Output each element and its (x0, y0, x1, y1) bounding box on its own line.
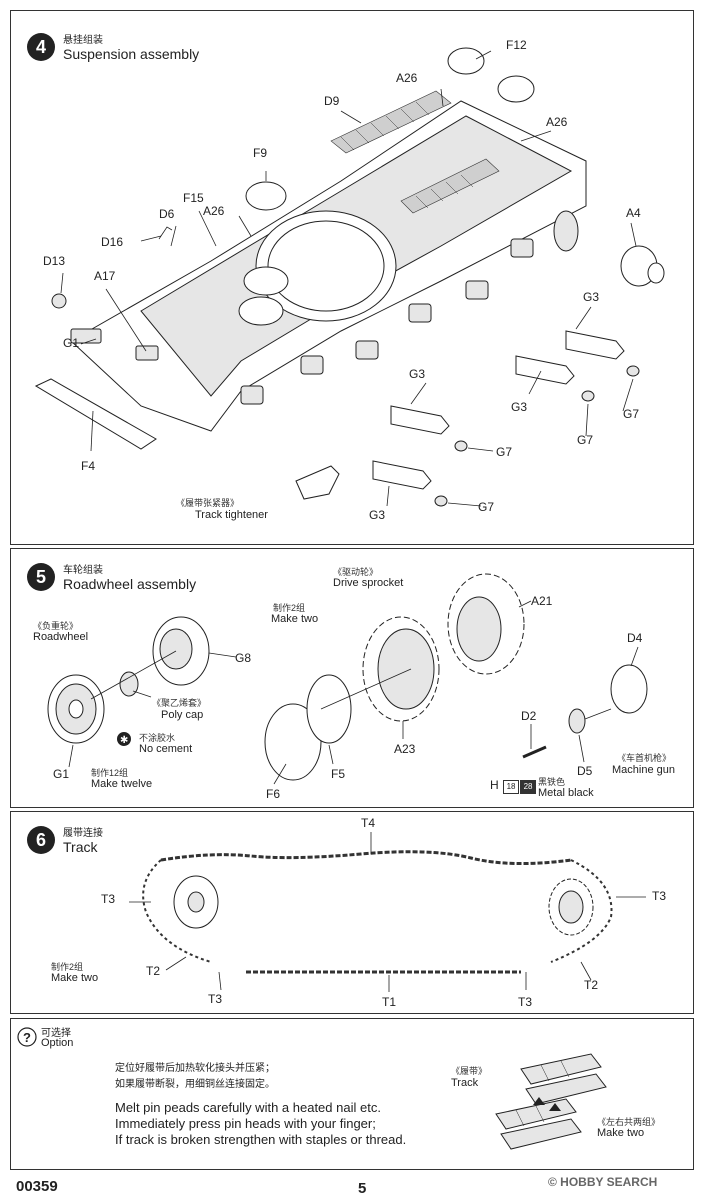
option-instr-cn-2: 如果履带断裂，用细铜丝连接固定。 (115, 1079, 275, 1090)
step4-panel: 4 悬挂组装 Suspension assembly (10, 10, 694, 545)
track-drawing (129, 832, 646, 992)
step5-number: 5 (27, 563, 55, 591)
label-D13: D13 (43, 254, 66, 268)
mg-en: Machine gun (612, 764, 675, 776)
option-instr-en-2: Immediately press pin heads with your fi… (115, 1116, 376, 1131)
label-A23: A23 (394, 742, 416, 756)
label-G1: G1 (63, 336, 80, 350)
option-panel: ? 可选择 Option 定位好履带后加热软化接头并压紧； 如果履带断裂，用细铜… (10, 1018, 694, 1170)
label-T3-bottom-left: T3 (208, 992, 223, 1006)
polycap-en: Poly cap (161, 709, 204, 721)
track-cn: 《履带》 (451, 1066, 488, 1076)
track-en: Track (451, 1077, 479, 1089)
option-title-en: Option (41, 1037, 74, 1049)
step4-title-en: Suspension assembly (63, 46, 200, 62)
step6-number: 6 (27, 826, 55, 854)
label-T2-right: T2 (584, 978, 599, 992)
label-T1: T1 (382, 995, 397, 1009)
label-G7-1: G7 (623, 407, 640, 421)
wheel-drawing: ✱ (47, 573, 648, 785)
label-T3-right: T3 (652, 889, 667, 903)
label-G1-wheel: G1 (53, 767, 70, 781)
roadwheel-en: Roadwheel (33, 631, 89, 643)
label-F12: F12 (506, 38, 527, 52)
option-instr-en-1: Melt pin peads carefully with a heated n… (115, 1100, 381, 1115)
label-A4: A4 (626, 206, 641, 220)
label-A26-top: A26 (396, 71, 418, 85)
label-F6: F6 (266, 787, 281, 801)
watermark: © HOBBY SEARCH (548, 1175, 658, 1189)
step6-title-cn: 履带连接 (63, 828, 103, 839)
label-T2-left: T2 (146, 964, 161, 978)
label-A26-left: A26 (203, 204, 225, 218)
polycap-cn: 《聚乙烯套》 (152, 698, 207, 708)
option-title-cn: 可选择 (41, 1028, 71, 1039)
label-G7-4: G7 (478, 500, 495, 514)
option-instr-cn-1: 定位好履带后加热软化接头并压紧； (115, 1063, 275, 1074)
label-G8: G8 (235, 651, 252, 665)
label-D2: D2 (521, 709, 537, 723)
step4-title-cn: 悬挂组装 (63, 35, 103, 46)
label-F15: F15 (183, 191, 204, 205)
make-two-track-en: Make two (51, 972, 99, 984)
option-icon: ? (17, 1027, 37, 1047)
option-instr-en-3: If track is broken strengthen with stapl… (115, 1132, 407, 1147)
label-D6: D6 (159, 207, 175, 221)
step6-panel: 6 履带连接 Track T4 T3 T3 制作2组 Make two T2 (10, 811, 694, 1014)
sprocket-en: Drive sprocket (333, 577, 404, 589)
step6-title-en: Track (63, 839, 98, 855)
svg-text:?: ? (23, 1030, 31, 1045)
label-G3-2: G3 (511, 400, 528, 414)
label-D16: D16 (101, 235, 124, 249)
step4-number: 4 (27, 33, 55, 61)
roadwheel-cn: 《负重轮》 (33, 621, 79, 631)
label-D5: D5 (577, 764, 593, 778)
step5-title-cn: 车轮组装 (63, 565, 103, 576)
label-A26-right: A26 (546, 115, 568, 129)
paint-en: Metal black (538, 787, 594, 799)
label-F5: F5 (331, 767, 346, 781)
step5-panel: 5 车轮组装 Roadwheel assembly ✱ (10, 548, 694, 808)
label-T3-left: T3 (101, 892, 116, 906)
track-tightener-cn: 《履带张紧器》 (176, 498, 240, 508)
nocement-en: No cement (139, 743, 193, 755)
make-two-track-cn: 制作2组 (51, 962, 84, 972)
make-two-cn: 制作2组 (273, 603, 306, 613)
hull-drawing (34, 47, 665, 507)
mg-cn: 《车首机枪》 (617, 753, 672, 763)
label-G3-1: G3 (583, 290, 600, 304)
paint-letter: H (490, 778, 499, 792)
lr-en: Make two (597, 1127, 645, 1139)
label-F4: F4 (81, 459, 96, 473)
label-D4: D4 (627, 631, 643, 645)
sprocket-cn: 《驱动轮》 (333, 567, 379, 577)
make-two-en: Make two (271, 613, 319, 625)
step5-title-en: Roadwheel assembly (63, 576, 197, 592)
make-twelve-en: Make twelve (91, 778, 153, 790)
track-links-drawing (495, 1053, 607, 1150)
page-number: 5 (358, 1180, 367, 1197)
label-A17: A17 (94, 269, 116, 283)
nocement-cn: 不涂胶水 (139, 733, 176, 743)
label-A21: A21 (531, 594, 553, 608)
paint-swatch-1: 18 (503, 780, 520, 794)
label-F9: F9 (253, 146, 268, 160)
paint-swatch-2: 28 (520, 780, 537, 794)
track-tightener-en: Track tightener (195, 509, 268, 521)
label-T4: T4 (361, 816, 376, 830)
paint-cn: 黑铁色 (538, 777, 566, 787)
lr-cn: 《左右共两组》 (597, 1117, 661, 1127)
label-G3-4: G3 (369, 508, 386, 522)
product-code: 00359 (16, 1178, 58, 1195)
svg-text:✱: ✱ (120, 735, 128, 746)
label-G3-3: G3 (409, 367, 426, 381)
label-D9: D9 (324, 94, 340, 108)
label-G7-2: G7 (577, 433, 594, 447)
label-T3-bottom-right: T3 (518, 995, 533, 1009)
label-G7-3: G7 (496, 445, 513, 459)
make-twelve-cn: 制作12组 (91, 768, 129, 778)
